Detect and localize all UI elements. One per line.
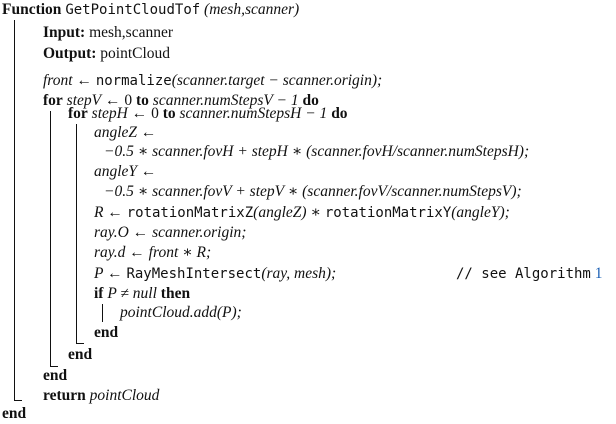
intersect-variable: P ← [94, 265, 123, 282]
function-name: GetPointCloudTof [65, 2, 201, 18]
anglez-expression: −0.5 ∗ scanner.fovH + stepH ∗ (scanner.f… [104, 143, 530, 160]
outer-for-line: for stepV ← 0 to scanner.numStepsV − 1 d… [43, 91, 319, 111]
if-body-bar [102, 304, 104, 322]
outer-loop-start: ← 0 [104, 92, 133, 109]
input-label: Input: [43, 24, 86, 41]
front-variable: front [43, 72, 73, 89]
outer-loop-bar-foot [50, 366, 58, 368]
inner-loop-start: ← 0 [131, 105, 159, 122]
function-body-bar-foot [14, 400, 22, 402]
to-keyword: to [162, 105, 176, 122]
return-value: pointCloud [89, 387, 160, 404]
then-keyword: then [160, 285, 191, 302]
normalize-function: normalize [95, 73, 172, 89]
to-keyword: to [135, 92, 149, 109]
assign-arrow: ← [76, 72, 92, 89]
ray-direction-assignment: ray.d ← front ∗ R; [94, 244, 212, 261]
output-value: pointCloud [100, 45, 171, 62]
inner-loop-bar [76, 124, 78, 344]
function-body-bar [14, 20, 16, 400]
output-label: Output: [43, 45, 97, 62]
rotation-variable: R ← [94, 204, 123, 221]
for-keyword: for [68, 105, 88, 122]
rotationz-arg: (angleZ) ∗ [253, 204, 321, 221]
for-keyword: for [43, 92, 63, 109]
input-value: mesh,scanner [89, 24, 174, 41]
angley-assignment: angleY ← [94, 163, 157, 180]
inner-loop-end: scanner.numStepsH − 1 [179, 105, 328, 122]
if-condition: P ≠ null [107, 285, 157, 302]
angley-expression: −0.5 ∗ scanner.fovV + stepV ∗ (scanner.f… [104, 183, 522, 200]
do-keyword: do [302, 92, 319, 109]
inner-loop-variable: stepH [91, 105, 128, 122]
rotationy-function: rotationMatrixY [324, 205, 452, 221]
inner-for-line: for stepH ← 0 to scanner.numStepsH − 1 d… [68, 104, 348, 124]
rotationy-arg: (angleY); [451, 204, 510, 221]
outer-loop-variable: stepV [66, 92, 102, 109]
add-point-statement: pointCloud.add(P); [120, 304, 242, 321]
function-end-keyword: end [2, 405, 27, 422]
function-header: Function GetPointCloudTof (mesh,scanner) [2, 0, 299, 20]
rotation-assignment: R ← rotationMatrixZ(angleZ) ∗ rotationMa… [94, 203, 510, 223]
input-line: Input: mesh,scanner [43, 23, 173, 43]
intersect-arguments: (ray, mesh); [261, 265, 337, 282]
intersect-assignment: P ← RayMeshIntersect(ray, mesh); [94, 264, 336, 284]
inner-loop-end-keyword: end [68, 346, 93, 363]
intersect-function: RayMeshIntersect [126, 266, 262, 282]
algorithm-comment: // see Algorithm 1 [456, 264, 602, 284]
rotationz-function: rotationMatrixZ [126, 205, 254, 221]
function-keyword: Function [2, 1, 62, 18]
front-assignment: front ← normalize(scanner.target − scann… [43, 71, 382, 91]
return-line: return pointCloud [43, 386, 159, 406]
outer-loop-end: scanner.numStepsV − 1 [152, 92, 299, 109]
inner-loop-bar-foot [76, 343, 84, 345]
do-keyword: do [331, 105, 348, 122]
ray-origin-assignment: ray.O ← scanner.origin; [94, 224, 247, 241]
outer-loop-bar [50, 111, 52, 367]
if-end: end [94, 324, 119, 341]
outer-loop-end-keyword: end [43, 367, 68, 384]
function-params: (mesh,scanner) [204, 1, 300, 18]
if-line: if P ≠ null then [94, 284, 190, 304]
algorithm-reference-link[interactable]: 1 [594, 265, 603, 282]
anglez-assignment: angleZ ← [94, 124, 157, 141]
output-line: Output: pointCloud [43, 44, 170, 64]
return-keyword: return [43, 387, 86, 404]
if-keyword: if [94, 285, 104, 302]
comment-text: // see Algorithm [456, 266, 591, 282]
front-expression: (scanner.target − scanner.origin); [171, 72, 383, 89]
